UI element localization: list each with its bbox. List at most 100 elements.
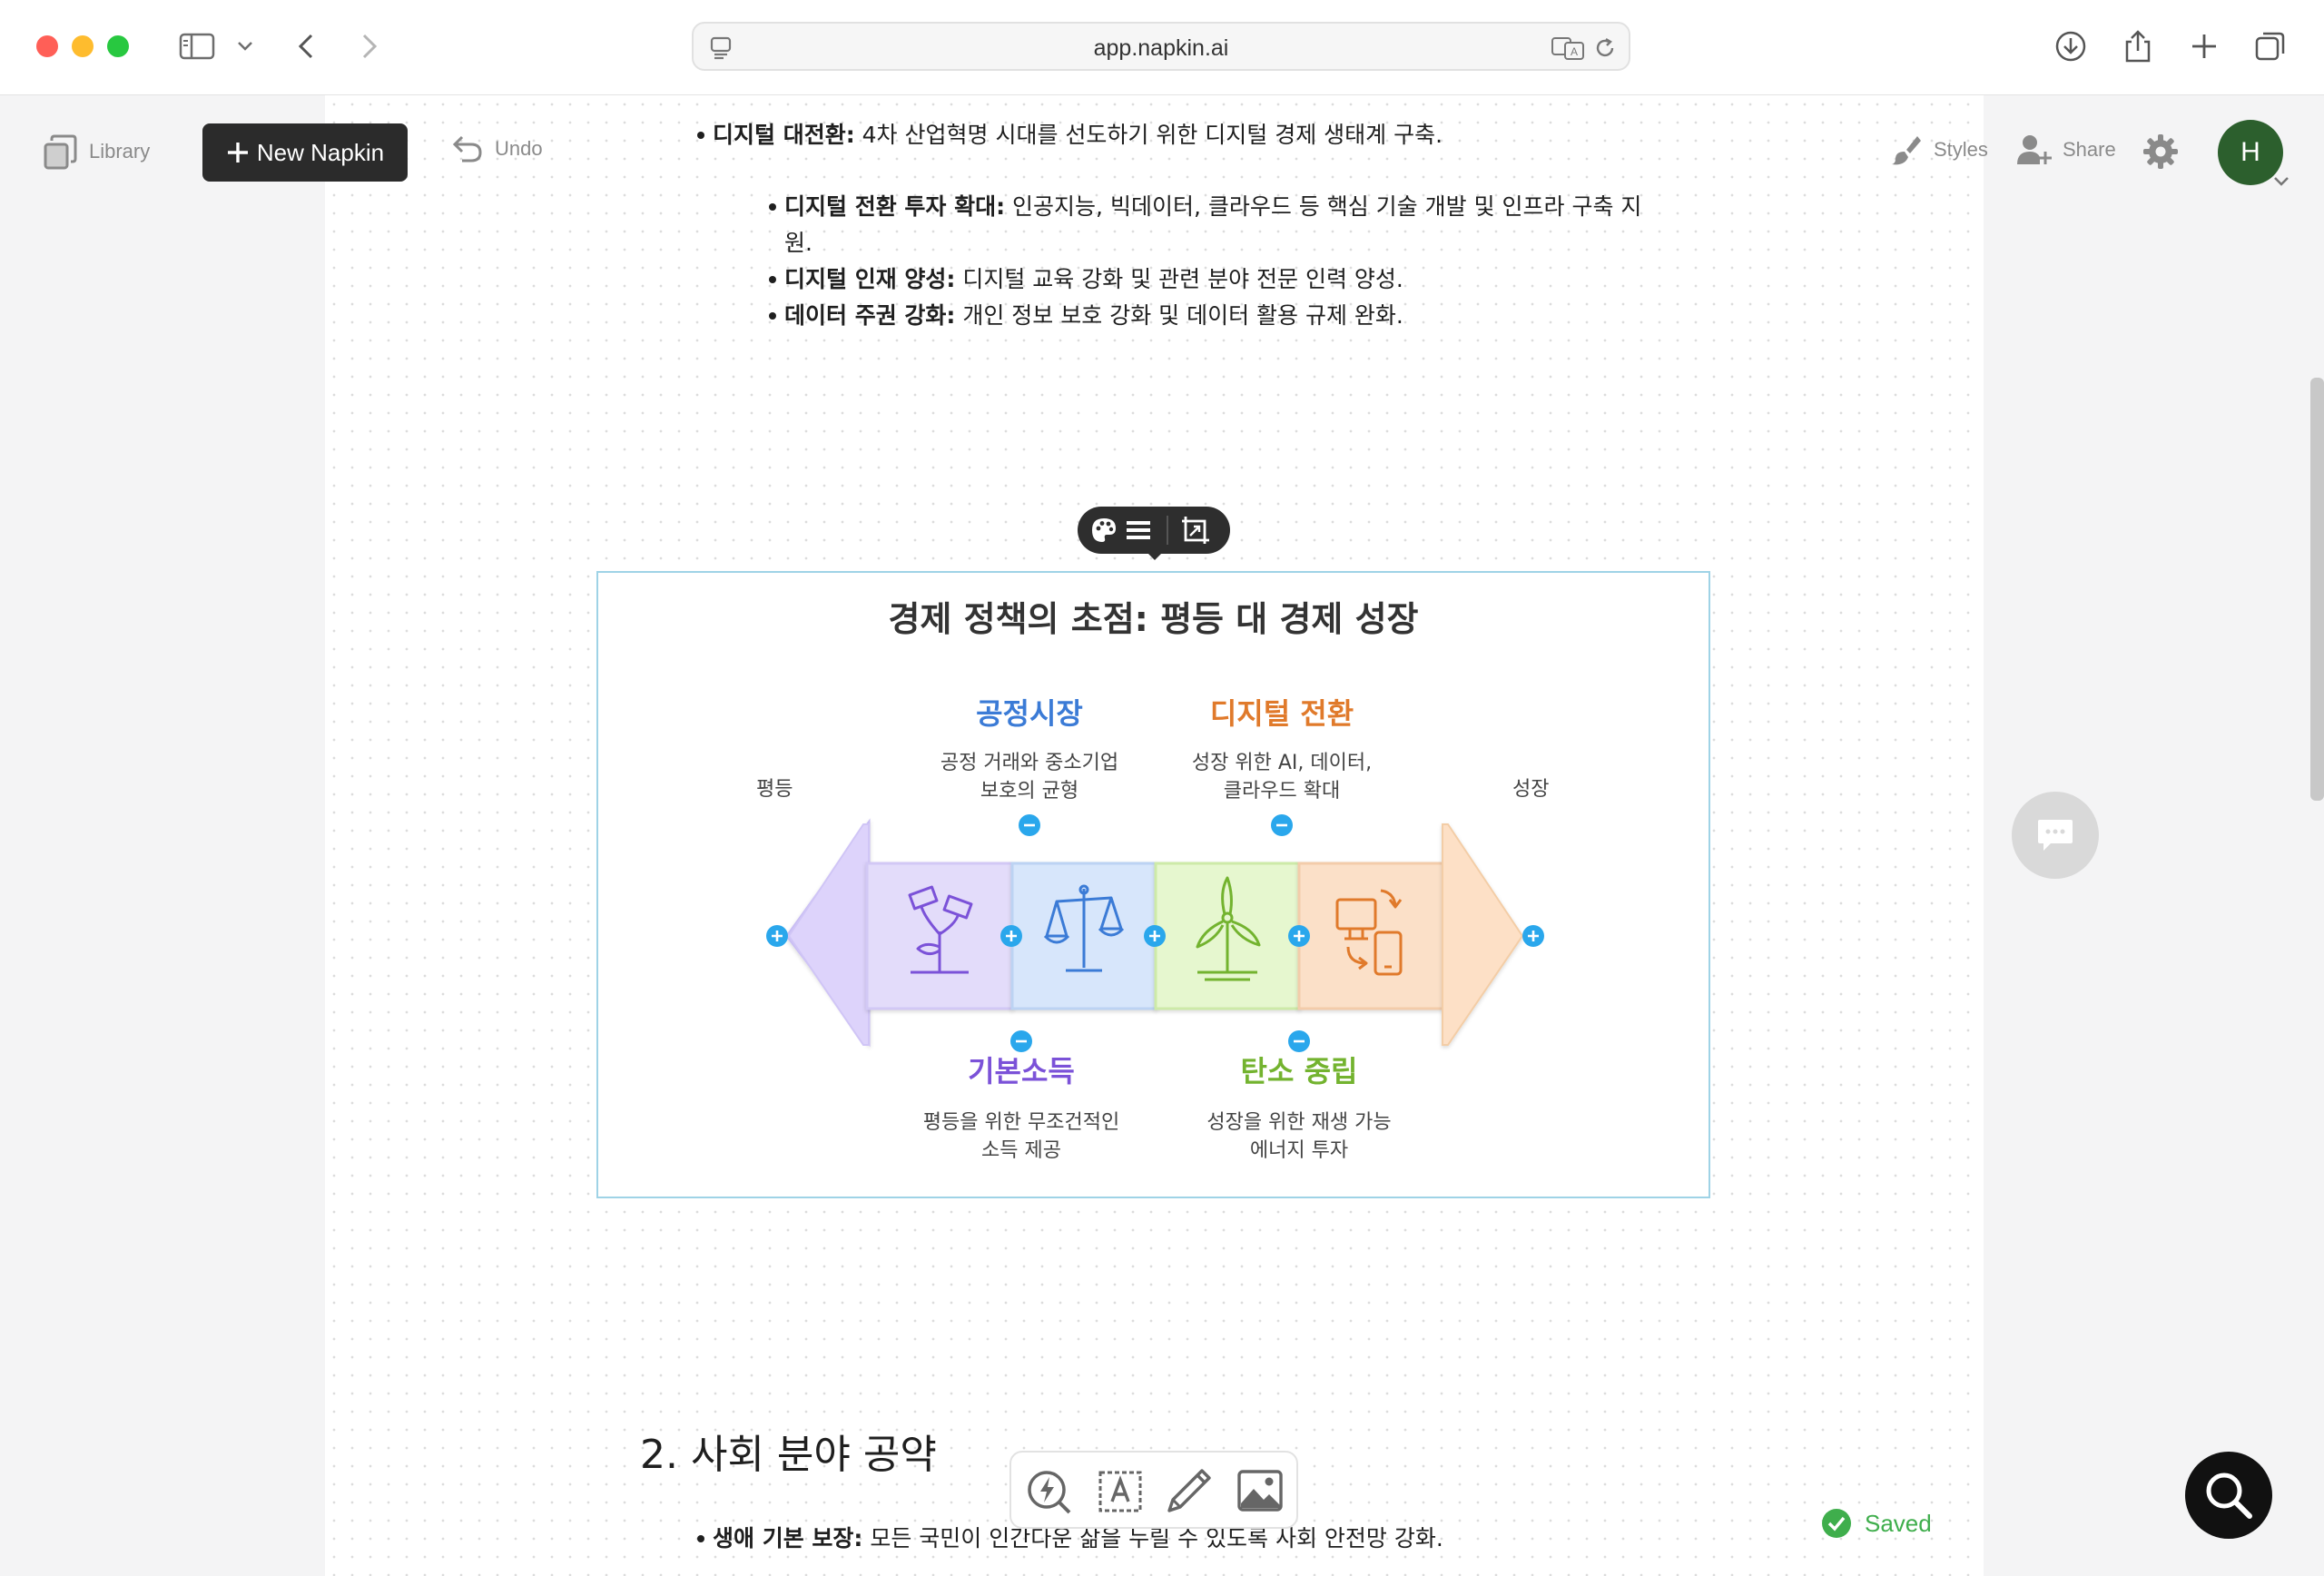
crop-frame-icon[interactable] — [1181, 516, 1210, 545]
tab-overview-button[interactable] — [2248, 24, 2293, 69]
desc-line: 보호의 균형 — [980, 780, 1079, 803]
desc-line: 평등을 위한 무조건적인 — [922, 1111, 1120, 1134]
undo-button[interactable]: Undo — [451, 133, 543, 164]
chevron-right-icon — [362, 34, 378, 59]
doc-subitem-text: 인공지능, 빅데이터, 클라우드 등 핵심 기술 개발 및 인프라 구축 지 — [1005, 193, 1642, 220]
doc-subitem-talent: 디지털 인재 양성: 디지털 교육 강화 및 관련 분야 전문 인력 양성. — [769, 261, 1692, 298]
desc-line: 성장 위한 AI, 데이터, — [1191, 752, 1373, 774]
undo-label: Undo — [495, 137, 543, 160]
doc-subitem-text: 디지털 교육 강화 및 관련 분야 전문 인력 양성. — [955, 266, 1403, 292]
text-box-icon[interactable] — [1097, 1469, 1144, 1514]
menu-lines-icon[interactable] — [1125, 517, 1152, 543]
library-icon — [44, 134, 77, 170]
doc-subitem-investment: 디지털 전환 투자 확대: 인공지능, 빅데이터, 클라우드 등 핵심 기술 개… — [769, 189, 1692, 261]
label-basic-income: 기본소득 — [968, 1054, 1075, 1088]
doc-subitem-text: 개인 정보 보호 강화 및 데이터 활용 규제 완화. — [955, 302, 1403, 329]
desc-fair-market: 공정 거래와 중소기업 보호의 균형 — [902, 749, 1157, 805]
toolbar-pointer — [1147, 552, 1163, 560]
bottom-toolbar — [1009, 1451, 1298, 1529]
styles-button[interactable]: Styles — [1890, 133, 1988, 166]
address-bar[interactable]: app.napkin.ai A — [692, 22, 1630, 71]
search-button[interactable] — [2185, 1452, 2272, 1539]
tabs-overview-icon — [2255, 32, 2285, 61]
desc-line: 성장을 위한 재생 가능 — [1206, 1111, 1392, 1134]
browser-toolbar: app.napkin.ai A — [0, 0, 2324, 95]
section-heading: 2. 사회 분야 공약 — [640, 1432, 937, 1478]
bullet — [769, 203, 776, 211]
doc-subitem-data: 데이터 주권 강화: 개인 정보 보호 강화 및 데이터 활용 규제 완화. — [769, 298, 1692, 334]
napkin-visual[interactable]: 경제 정책의 초점: 평등 대 경제 성장 — [596, 571, 1710, 1198]
search-icon — [2206, 1473, 2252, 1519]
new-tab-button[interactable] — [2181, 24, 2227, 69]
new-napkin-label: New Napkin — [256, 138, 385, 166]
right-end-label: 성장 — [1512, 778, 1550, 801]
new-napkin-button[interactable]: New Napkin — [202, 123, 408, 182]
sidebar-toggle-button[interactable] — [174, 24, 220, 69]
ai-generate-icon[interactable] — [1026, 1469, 1073, 1514]
chat-bubble-icon — [2038, 820, 2073, 851]
library-button[interactable]: Library — [44, 133, 150, 170]
scale-icon — [1043, 884, 1125, 972]
desc-line: 클라우드 확대 — [1223, 780, 1341, 803]
desc-digital-transition: 성장 위한 AI, 데이터, 클라우드 확대 — [1155, 749, 1409, 805]
label-carbon-neutral: 탄소 중립 — [1240, 1054, 1358, 1088]
doc-item-text: 4차 산업혁명 시대를 선도하기 위한 디지털 경제 생태계 구축. — [854, 122, 1443, 148]
close-window-button[interactable] — [36, 35, 58, 57]
collapse-label-buttons[interactable] — [1010, 814, 1310, 1052]
desc-line: 공정 거래와 중소기업 — [940, 752, 1119, 774]
palette-icon[interactable] — [1090, 517, 1118, 544]
chevron-down-icon[interactable] — [2273, 175, 2290, 188]
image-icon[interactable] — [1236, 1469, 1284, 1512]
share-page-button[interactable] — [2115, 24, 2161, 69]
doc-subitem-bold: 디지털 전환 투자 확대: — [784, 193, 1006, 220]
visual-floating-toolbar — [1078, 507, 1230, 560]
avatar[interactable]: H — [2218, 120, 2283, 185]
add-node-buttons[interactable] — [766, 925, 1544, 947]
downloads-button[interactable] — [2048, 24, 2093, 69]
right-arrow-growth — [1442, 823, 1524, 1046]
url-text: app.napkin.ai — [1093, 35, 1229, 61]
bullet — [697, 132, 704, 139]
zoom-window-button[interactable] — [107, 35, 129, 57]
save-status: Saved — [1821, 1508, 1932, 1539]
gear-icon — [2143, 134, 2178, 169]
plus-icon — [227, 143, 248, 163]
device-sync-icon — [1335, 889, 1403, 976]
desc-carbon-neutral: 성장을 위한 재생 가능 에너지 투자 — [1163, 1108, 1435, 1165]
chevron-down-icon — [238, 42, 252, 51]
pen-icon[interactable] — [1166, 1467, 1213, 1514]
doc-item-bold: 디지털 대전환: — [713, 122, 855, 148]
left-end-label: 평등 — [756, 778, 793, 801]
doc-item-digital: 디지털 대전환: 4차 산업혁명 시대를 선도하기 위한 디지털 경제 생태계 … — [697, 117, 1893, 153]
napkin-app: 디지털 대전환: 4차 산업혁명 시대를 선도하기 위한 디지털 경제 생태계 … — [0, 95, 2324, 1576]
toolbar-divider — [1167, 516, 1168, 545]
add-user-icon — [2017, 135, 2052, 164]
policy-spectrum-graphic — [766, 814, 1544, 1052]
desc-line: 에너지 투자 — [1249, 1139, 1349, 1162]
page-settings-icon — [710, 36, 732, 60]
wind-turbine-icon — [1196, 876, 1261, 981]
settings-button[interactable] — [2142, 133, 2179, 170]
tab-group-chevron-button[interactable] — [231, 24, 259, 69]
forward-button[interactable] — [356, 24, 383, 69]
download-icon — [2055, 31, 2086, 62]
block-digital — [1297, 862, 1446, 1010]
doc-subitem-bold: 데이터 주권 강화: — [784, 302, 956, 329]
reload-icon[interactable] — [1592, 35, 1618, 61]
avatar-initial: H — [2240, 137, 2260, 167]
sidebar-icon — [179, 33, 215, 60]
vertical-scrollbar-thumb[interactable] — [2310, 378, 2324, 801]
bullet — [769, 312, 776, 320]
comment-button[interactable] — [2012, 792, 2099, 879]
doc-item-basic-security: 생애 기본 보장: 모든 국민이 인간다운 삶을 누릴 수 있도록 사회 안전망… — [697, 1521, 1893, 1557]
desc-basic-income: 평등을 위한 무조건적인 소득 제공 — [885, 1108, 1157, 1165]
plus-icon — [2192, 34, 2216, 58]
translate-icon[interactable]: A — [1551, 35, 1587, 61]
share-button[interactable]: Share — [2017, 133, 2116, 166]
back-button[interactable] — [292, 24, 320, 69]
doc-item-bold: 생애 기본 보장: — [713, 1525, 863, 1551]
money-plant-icon — [908, 885, 973, 974]
minimize-window-button[interactable] — [72, 35, 94, 57]
share-icon — [2125, 30, 2151, 63]
desc-line: 소득 제공 — [981, 1139, 1061, 1162]
